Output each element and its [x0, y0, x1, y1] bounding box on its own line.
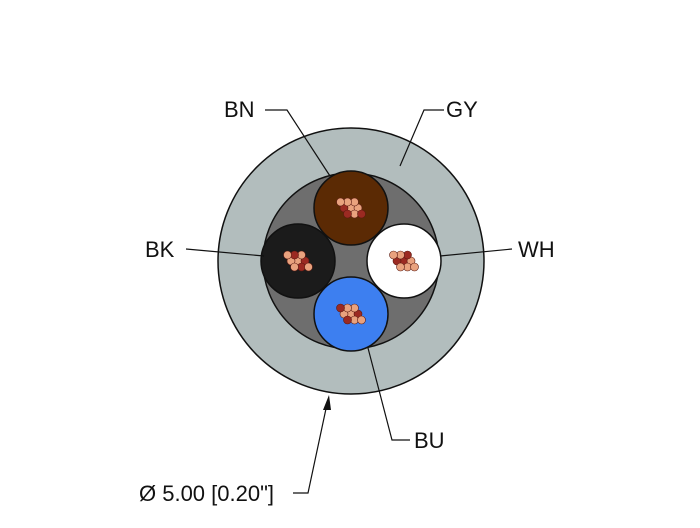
copper-strand — [283, 250, 292, 260]
copper-strand — [290, 262, 299, 272]
leader-line-diameter — [293, 403, 328, 494]
leader-line-bu — [367, 347, 410, 441]
copper-strand — [343, 209, 352, 219]
label-bk: BK — [145, 237, 175, 262]
copper-strand — [357, 209, 366, 219]
conductor-white — [366, 223, 442, 299]
conductor-blue — [313, 276, 389, 352]
copper-strand — [336, 303, 345, 313]
leader-line-gy — [399, 109, 444, 167]
leader-line-wh — [439, 248, 513, 257]
leader-line-bk — [185, 248, 265, 257]
leader-line-bn — [265, 109, 331, 177]
conductor-brown — [313, 170, 389, 246]
conductor-black — [260, 223, 336, 299]
label-bu: BU — [414, 428, 445, 453]
diameter-arrowhead — [323, 395, 331, 410]
copper-strand — [343, 315, 352, 325]
copper-strand — [357, 315, 366, 325]
copper-strand — [410, 262, 419, 272]
copper-strand — [396, 262, 405, 272]
label-bn: BN — [224, 97, 255, 122]
copper-strand — [389, 250, 398, 260]
copper-strand — [336, 197, 345, 207]
copper-strand — [304, 262, 313, 272]
label-diameter: Ø 5.00 [0.20"] — [139, 481, 274, 506]
label-wh: WH — [518, 237, 555, 262]
label-gy: GY — [446, 97, 478, 122]
